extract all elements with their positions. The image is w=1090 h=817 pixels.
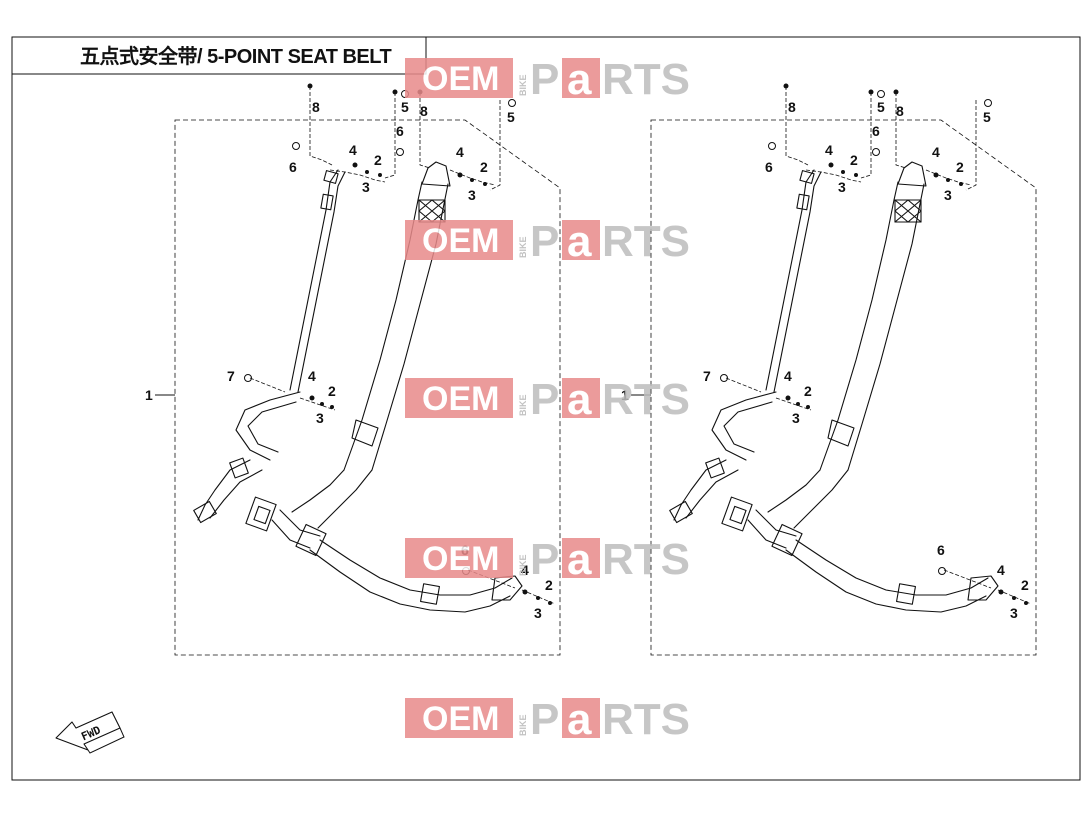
callout-2: 2 — [850, 152, 858, 168]
watermark-p: P — [530, 217, 559, 266]
watermark-p: P — [530, 535, 559, 584]
callout-3: 3 — [792, 410, 800, 426]
callout-3: 3 — [362, 179, 370, 195]
callout-6: 6 — [937, 542, 945, 558]
callout-4: 4 — [825, 142, 833, 158]
callout-2: 2 — [804, 383, 812, 399]
callout-2: 2 — [480, 159, 488, 175]
callout-8: 8 — [788, 99, 796, 115]
callout-3: 3 — [534, 605, 542, 621]
watermark-rts: RTS — [602, 217, 690, 266]
callout-5: 5 — [401, 99, 409, 115]
callout-7: 7 — [227, 368, 235, 384]
callout-8: 8 — [896, 103, 904, 119]
seat-belt-drawing-right — [669, 161, 999, 613]
watermark-oem: OEM — [422, 540, 499, 578]
callout-2: 2 — [545, 577, 553, 593]
callout-6: 6 — [289, 159, 297, 175]
callout-2: 2 — [374, 152, 382, 168]
callout-4: 4 — [932, 144, 940, 160]
watermark-bike: BIKE — [518, 714, 528, 736]
callout-5: 5 — [983, 109, 991, 125]
watermark-bike: BIKE — [518, 74, 528, 96]
watermark-rts: RTS — [602, 55, 690, 104]
callout-2: 2 — [328, 383, 336, 399]
page-title: 五点式安全带/ 5-POINT SEAT BELT — [80, 44, 391, 68]
callout-6: 6 — [396, 123, 404, 139]
callout-4: 4 — [997, 562, 1005, 578]
watermark-rts: RTS — [602, 695, 690, 744]
callout-2: 2 — [956, 159, 964, 175]
watermark-a: a — [567, 55, 592, 104]
watermark-a: a — [567, 375, 592, 424]
callout-1: 1 — [145, 387, 153, 403]
watermark-oem: OEM — [422, 222, 499, 260]
callout-1: 1 — [621, 387, 629, 403]
watermark-p: P — [530, 695, 559, 744]
watermark-oem: OEM — [422, 700, 499, 738]
watermark-a: a — [567, 695, 592, 744]
callout-4: 4 — [456, 144, 464, 160]
callout-3: 3 — [316, 410, 324, 426]
callout-4: 4 — [308, 368, 316, 384]
fwd-arrow-icon: FWD — [55, 711, 125, 754]
callout-7: 7 — [703, 368, 711, 384]
watermark-oem: OEM — [422, 380, 499, 418]
watermark-p: P — [530, 55, 559, 104]
watermark-rts: RTS — [602, 535, 690, 584]
fwd-label: FWD — [79, 723, 103, 743]
callout-2: 2 — [1021, 577, 1029, 593]
callout-5: 5 — [507, 109, 515, 125]
left-assembly: 1 8 6 5 8 6 5 4 2 3 4 2 3 7 4 2 3 6 4 2 … — [145, 83, 561, 656]
callout-8: 8 — [312, 99, 320, 115]
watermark-rts: RTS — [602, 375, 690, 424]
callout-6: 6 — [765, 159, 773, 175]
watermark-p: P — [530, 375, 559, 424]
callout-3: 3 — [838, 179, 846, 195]
callout-4: 4 — [349, 142, 357, 158]
callout-3: 3 — [944, 187, 952, 203]
callout-5: 5 — [877, 99, 885, 115]
watermark-a: a — [567, 217, 592, 266]
callout-3: 3 — [468, 187, 476, 203]
watermark-bike: BIKE — [518, 554, 528, 576]
watermark-a: a — [567, 535, 592, 584]
right-assembly: 1 8 6 5 8 6 5 4 2 3 4 2 3 7 4 2 3 6 4 2 … — [621, 83, 1037, 656]
callout-3: 3 — [1010, 605, 1018, 621]
callout-4: 4 — [784, 368, 792, 384]
watermark-bike: BIKE — [518, 236, 528, 258]
callout-8: 8 — [420, 103, 428, 119]
watermark-oem: OEM — [422, 60, 499, 98]
watermark-bike: BIKE — [518, 394, 528, 416]
callout-6: 6 — [872, 123, 880, 139]
callout-4: 4 — [521, 562, 529, 578]
